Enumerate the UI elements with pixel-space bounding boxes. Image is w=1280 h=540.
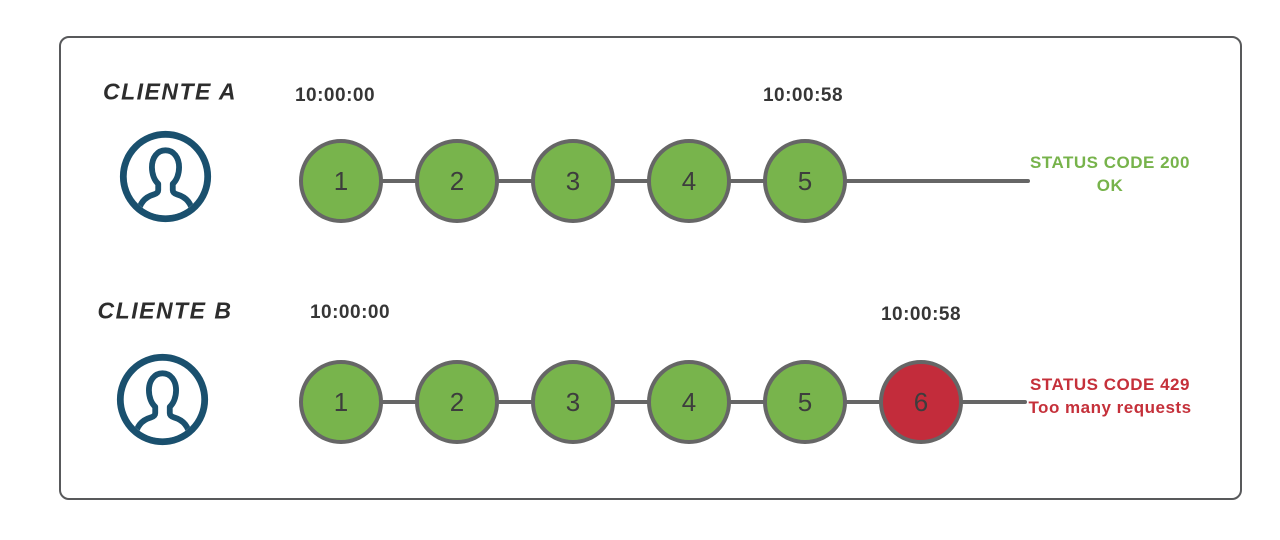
request-circle: 5 xyxy=(763,360,847,444)
request-circle: 6 xyxy=(879,360,963,444)
request-circle: 3 xyxy=(531,360,615,444)
request-circle: 2 xyxy=(415,360,499,444)
client-a-label: CLIENTE A xyxy=(102,78,238,105)
client-b-label: CLIENTE B xyxy=(97,297,233,324)
request-circle: 3 xyxy=(531,139,615,223)
status-code-line: STATUS CODE 200 xyxy=(1030,153,1190,172)
request-circle: 1 xyxy=(299,360,383,444)
status-message-line: Too many requests xyxy=(1028,398,1192,417)
status-message-line: OK xyxy=(1096,176,1124,195)
request-circle: 1 xyxy=(299,139,383,223)
timestamp-start: 10:00:00 xyxy=(294,85,376,106)
user-avatar-icon xyxy=(117,128,214,225)
request-circle: 5 xyxy=(763,139,847,223)
request-circle: 4 xyxy=(647,360,731,444)
request-circle: 2 xyxy=(415,139,499,223)
status-text: STATUS CODE 429 Too many requests xyxy=(1028,373,1192,419)
status-code-line: STATUS CODE 429 xyxy=(1030,375,1190,394)
request-circle: 4 xyxy=(647,139,731,223)
outer-frame xyxy=(59,36,1242,500)
status-text: STATUS CODE 200 OK xyxy=(1028,151,1192,197)
user-avatar-icon xyxy=(114,351,211,448)
timestamp-start: 10:00:00 xyxy=(309,302,391,323)
timestamp-end: 10:00:58 xyxy=(762,85,844,106)
timestamp-end: 10:00:58 xyxy=(880,304,962,325)
